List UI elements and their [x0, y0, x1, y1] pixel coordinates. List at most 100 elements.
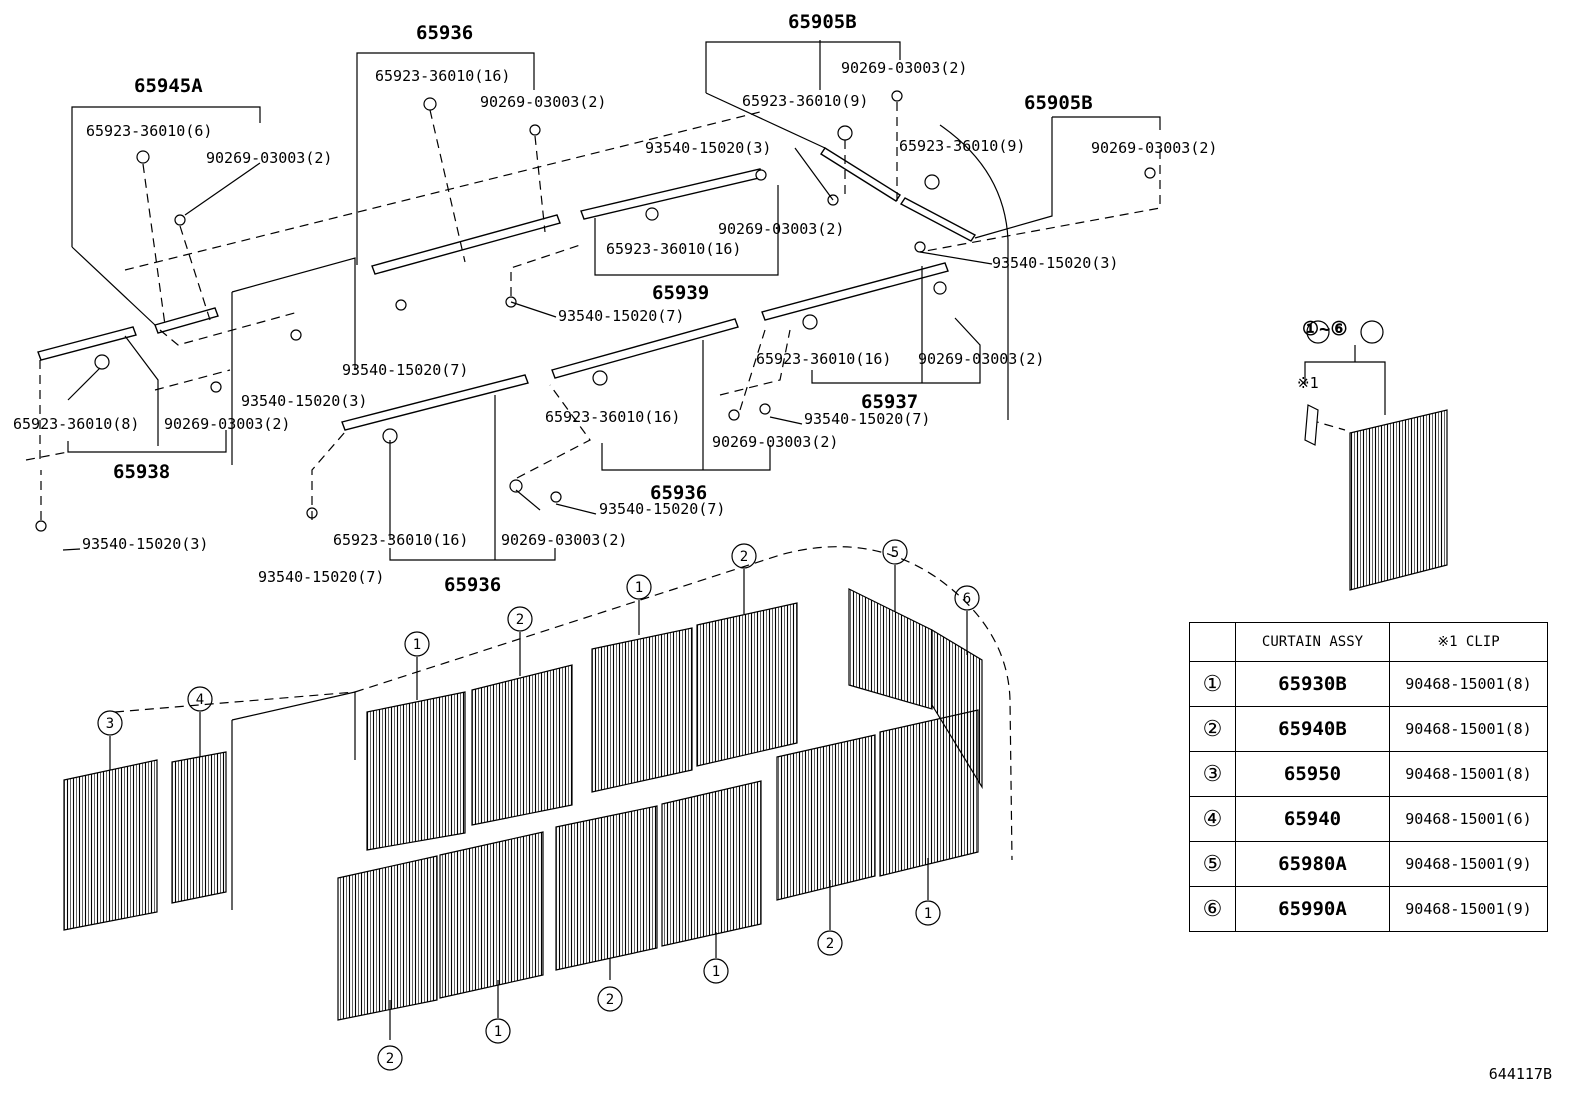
part-label: 65923-36010(9): [899, 137, 1025, 155]
part-label: 93540-15020(3): [992, 254, 1118, 272]
callout: [1360, 320, 1384, 344]
part-label: 90269-03003(2): [841, 59, 967, 77]
group-label: 65905B: [788, 11, 857, 33]
curtain-legend-table: CURTAIN ASSY ※1 CLIP ① 65930B 90468-1500…: [1189, 622, 1548, 932]
callout: 1: [404, 631, 430, 657]
legend-no: ⑥: [1189, 886, 1236, 932]
legend-row: ④ 65940 90468-15001(6): [1189, 796, 1548, 842]
svg-text:5: 5: [891, 545, 899, 561]
part-label: 65923-36010(9): [742, 92, 868, 110]
group-label: 65936: [444, 574, 501, 596]
legend-clip: 90468-15001(8): [1389, 751, 1548, 797]
legend-clip: 90468-15001(9): [1389, 886, 1548, 932]
legend-clip: 90468-15001(9): [1389, 841, 1548, 887]
callout: 2: [597, 986, 623, 1012]
legend-row: ⑥ 65990A 90468-15001(9): [1189, 886, 1548, 932]
part-label: 65923-36010(16): [545, 408, 680, 426]
group-label: 65945A: [134, 75, 203, 97]
part-label: 90269-03003(2): [164, 415, 290, 433]
callout: 1: [626, 574, 652, 600]
legend-clip: 90468-15001(6): [1389, 796, 1548, 842]
group-label: ①~⑥: [1302, 318, 1348, 340]
part-label: 90269-03003(2): [918, 350, 1044, 368]
part-label: 93540-15020(7): [258, 568, 384, 586]
legend-assy: 65940B: [1235, 706, 1390, 752]
part-label: 65923-36010(6): [86, 122, 212, 140]
callout: 1: [485, 1018, 511, 1044]
callout: 2: [377, 1045, 403, 1071]
callout: 2: [507, 606, 533, 632]
svg-text:1: 1: [712, 964, 720, 980]
part-label: 65923-36010(16): [756, 350, 891, 368]
part-label: 93540-15020(7): [804, 410, 930, 428]
part-label: 65923-36010(16): [375, 67, 510, 85]
part-label: 90269-03003(2): [712, 433, 838, 451]
group-label: 65937: [861, 391, 918, 413]
group-label: 65905B: [1024, 92, 1093, 114]
part-label: 90269-03003(2): [718, 220, 844, 238]
legend-assy: 65930B: [1235, 661, 1390, 707]
legend-no: ⑤: [1189, 841, 1236, 887]
callout: 3: [97, 710, 123, 736]
legend-row: ③ 65950 90468-15001(8): [1189, 751, 1548, 797]
part-label: 93540-15020(3): [645, 139, 771, 157]
clip-note: ※1: [1297, 374, 1319, 392]
callout: 1: [915, 900, 941, 926]
part-label: 65923-36010(16): [606, 240, 741, 258]
legend-assy: 65980A: [1235, 841, 1390, 887]
callout: 6: [954, 585, 980, 611]
part-label: 90269-03003(2): [480, 93, 606, 111]
part-label: 65923-36010(16): [333, 531, 468, 549]
legend-clip: 90468-15001(8): [1389, 706, 1548, 752]
svg-text:2: 2: [740, 549, 748, 565]
legend-no: ②: [1189, 706, 1236, 752]
callout-leaders: [109, 565, 968, 1040]
legend-clip: 90468-15001(8): [1389, 661, 1548, 707]
callout: 2: [817, 930, 843, 956]
callout: [1306, 320, 1330, 344]
group-label: 65939: [652, 282, 709, 304]
rails: [37, 147, 977, 431]
part-label: 90269-03003(2): [1091, 139, 1217, 157]
callout: 2: [731, 543, 757, 569]
part-label: 90269-03003(2): [206, 149, 332, 167]
svg-text:1: 1: [413, 637, 421, 653]
svg-text:1: 1: [924, 906, 932, 922]
legend-assy: 65950: [1235, 751, 1390, 797]
svg-text:4: 4: [196, 692, 204, 708]
svg-text:2: 2: [606, 992, 614, 1008]
part-label: 93540-15020(7): [599, 500, 725, 518]
part-label: 93540-15020(3): [241, 392, 367, 410]
group-label: 65938: [113, 461, 170, 483]
svg-text:1: 1: [635, 580, 643, 596]
legend-no: ①: [1189, 661, 1236, 707]
part-label: 65923-36010(8): [13, 415, 139, 433]
svg-text:3: 3: [106, 716, 114, 732]
callout: 1: [703, 958, 729, 984]
callout: 4: [187, 686, 213, 712]
legend-header-assy: CURTAIN ASSY: [1235, 622, 1390, 662]
legend-header-row: CURTAIN ASSY ※1 CLIP: [1189, 622, 1548, 662]
legend-no: ③: [1189, 751, 1236, 797]
legend-header-clip: ※1 CLIP: [1389, 622, 1548, 662]
part-label: 90269-03003(2): [501, 531, 627, 549]
part-label: 93540-15020(7): [558, 307, 684, 325]
group-label: 65936: [650, 482, 707, 504]
part-label: 93540-15020(3): [82, 535, 208, 553]
svg-text:2: 2: [516, 612, 524, 628]
legend-row: ⑤ 65980A 90468-15001(9): [1189, 841, 1548, 887]
legend-assy: 65990A: [1235, 886, 1390, 932]
svg-text:6: 6: [963, 591, 971, 607]
legend-header-no: [1189, 622, 1236, 662]
svg-text:1: 1: [494, 1024, 502, 1040]
group-label: 65936: [416, 22, 473, 44]
part-label: 93540-15020(7): [342, 361, 468, 379]
svg-text:2: 2: [826, 936, 834, 952]
roof-outline: [114, 111, 1013, 910]
curtain-panels: [63, 404, 1448, 1021]
legend-assy: 65940: [1235, 796, 1390, 842]
legend-no: ④: [1189, 796, 1236, 842]
callout: 5: [882, 539, 908, 565]
diagram-reference-code: 644117B: [1488, 1065, 1552, 1083]
legend-row: ② 65940B 90468-15001(8): [1189, 706, 1548, 752]
